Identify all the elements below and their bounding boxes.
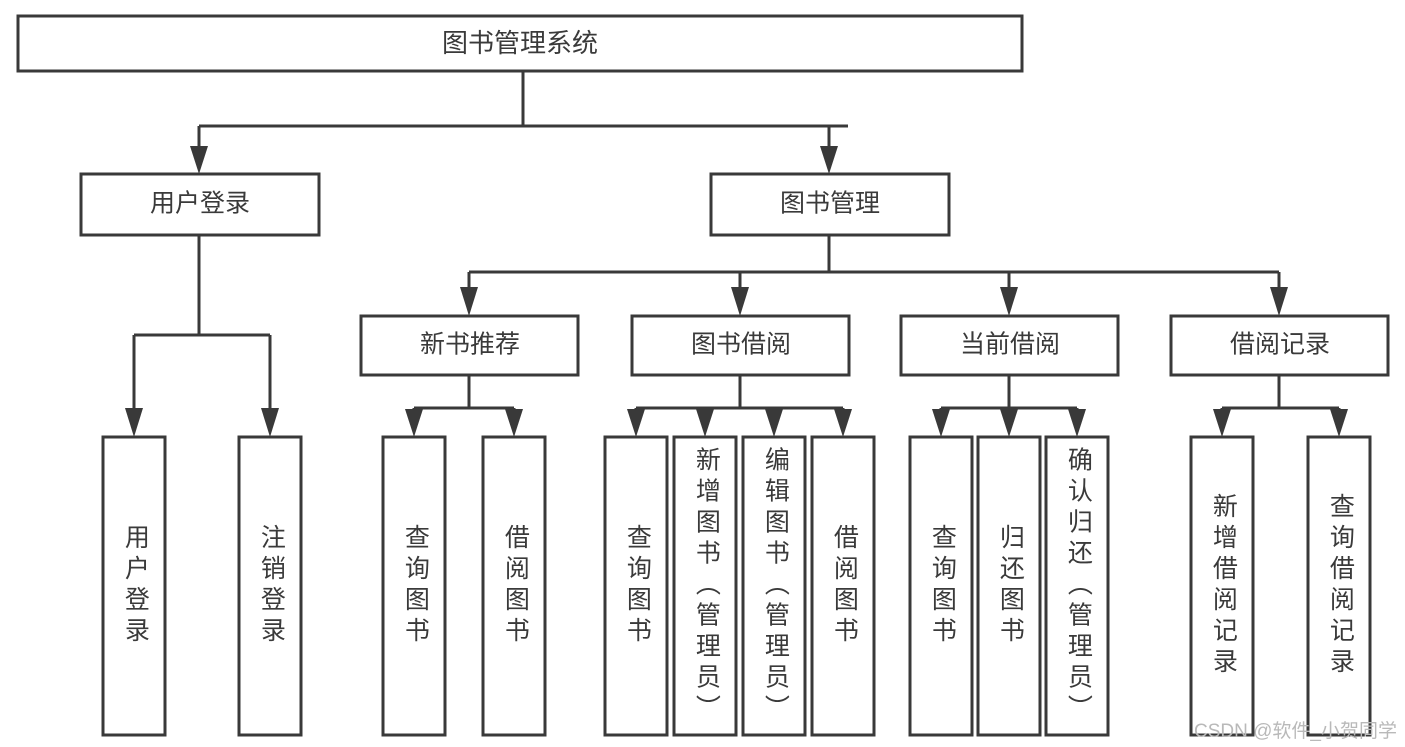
node-current-borrow-label: 当前借阅 — [960, 331, 1060, 359]
arrow-head-leaf-g4-1 — [1330, 409, 1348, 437]
leaf-node-add-borrow-record-label: 新增借阅记录 — [1209, 493, 1238, 679]
leaf-node-add-book-admin-label: 新增图书（管理员） — [692, 447, 721, 726]
node-borrow-record[interactable]: 借阅记录 — [1169, 314, 1390, 377]
arrow-head-leaf-g4-0 — [1213, 409, 1231, 437]
arrow-head-leaf-g3-0 — [932, 409, 950, 437]
leaf-node-user-login-label: 用户登录 — [121, 524, 150, 648]
node-borrow-record-box[interactable] — [1169, 314, 1390, 377]
leaf-node-confirm-return-admin-box[interactable] — [1044, 435, 1110, 737]
leaf-node-borrow-book-2-box[interactable] — [810, 435, 876, 737]
leaf-node-add-book-admin-box[interactable] — [672, 435, 738, 737]
leaf-node-user-login[interactable]: 用户登录 — [101, 435, 167, 737]
leaf-node-add-borrow-record[interactable]: 新增借阅记录 — [1189, 435, 1255, 737]
arrow-head-new-book-rec — [460, 287, 478, 316]
node-book-management[interactable]: 图书管理 — [709, 172, 951, 237]
leaf-node-query-book-2-label: 查询图书 — [623, 524, 652, 648]
leaf-node-confirm-return-admin-label: 确认归还（管理员） — [1064, 447, 1093, 726]
leaf-node-add-borrow-record-box[interactable] — [1189, 435, 1255, 737]
leaf-node-query-book-1-label: 查询图书 — [401, 524, 430, 648]
node-user-login[interactable]: 用户登录 — [79, 172, 321, 237]
leaf-node-borrow-book-2-label: 借阅图书 — [830, 524, 859, 648]
node-root-label: 图书管理系统 — [442, 28, 598, 58]
leaf-node-query-borrow-record[interactable]: 查询借阅记录 — [1306, 435, 1372, 737]
node-current-borrow-box[interactable] — [899, 314, 1120, 377]
leaf-node-query-book-3-label: 查询图书 — [928, 524, 957, 648]
connector-layer — [125, 71, 1348, 437]
leaf-node-query-book-2-box[interactable] — [603, 435, 669, 737]
arrow-head-book-mgmt — [820, 146, 838, 174]
arrow-head-leaf-g1-0 — [405, 409, 423, 437]
leaf-node-query-book-1[interactable]: 查询图书 — [381, 435, 447, 737]
node-root-box[interactable] — [16, 14, 1024, 73]
arrow-head-leaf-g0-1 — [261, 408, 279, 437]
node-user-login-label: 用户登录 — [150, 190, 250, 218]
node-new-book-recommend[interactable]: 新书推荐 — [359, 314, 580, 377]
node-root[interactable]: 图书管理系统 — [16, 14, 1024, 73]
leaf-node-add-book-admin[interactable]: 新增图书（管理员） — [672, 435, 738, 737]
arrow-head-leaf-g2-0 — [627, 409, 645, 437]
leaf-node-logout-box[interactable] — [237, 435, 303, 737]
leaf-node-return-book-box[interactable] — [976, 435, 1042, 737]
leaf-node-query-book-3-box[interactable] — [908, 435, 974, 737]
leaf-node-confirm-return-admin[interactable]: 确认归还（管理员） — [1044, 435, 1110, 737]
node-book-borrow-box[interactable] — [630, 314, 851, 377]
leaf-node-return-book[interactable]: 归还图书 — [976, 435, 1042, 737]
leaf-node-logout-label: 注销登录 — [257, 524, 286, 648]
arrow-head-leaf-g2-2 — [765, 409, 783, 437]
arrow-head-user-login — [190, 146, 208, 174]
leaf-node-borrow-book-1-label: 借阅图书 — [501, 524, 530, 648]
leaf-node-user-login-box[interactable] — [101, 435, 167, 737]
node-user-login-box[interactable] — [79, 172, 321, 237]
node-new-book-recommend-box[interactable] — [359, 314, 580, 377]
leaf-node-edit-book-admin[interactable]: 编辑图书（管理员） — [741, 435, 807, 737]
arrow-head-borrow-record — [1270, 287, 1288, 316]
leaf-node-borrow-book-2[interactable]: 借阅图书 — [810, 435, 876, 737]
leaf-node-query-book-3[interactable]: 查询图书 — [908, 435, 974, 737]
node-current-borrow[interactable]: 当前借阅 — [899, 314, 1120, 377]
arrow-head-current-borrow — [1000, 287, 1018, 316]
node-new-book-recommend-label: 新书推荐 — [420, 331, 520, 359]
leaf-node-edit-book-admin-label: 编辑图书（管理员） — [761, 447, 790, 726]
node-book-borrow[interactable]: 图书借阅 — [630, 314, 851, 377]
arrow-head-book-borrow — [731, 287, 749, 316]
leaf-node-query-book-2[interactable]: 查询图书 — [603, 435, 669, 737]
arrow-head-leaf-g1-1 — [505, 409, 523, 437]
arrow-head-leaf-g0-0 — [125, 408, 143, 437]
arrow-head-leaf-g2-3 — [834, 409, 852, 437]
node-book-borrow-label: 图书借阅 — [691, 331, 791, 359]
node-borrow-record-label: 借阅记录 — [1230, 331, 1330, 359]
leaf-node-borrow-book-1[interactable]: 借阅图书 — [481, 435, 547, 737]
leaf-node-edit-book-admin-box[interactable] — [741, 435, 807, 737]
node-book-management-label: 图书管理 — [780, 190, 880, 218]
leaf-node-query-borrow-record-box[interactable] — [1306, 435, 1372, 737]
arrow-head-leaf-g3-2 — [1068, 409, 1086, 437]
leaf-node-borrow-book-1-box[interactable] — [481, 435, 547, 737]
arrow-head-leaf-g3-1 — [1000, 409, 1018, 437]
arrow-head-leaf-g2-1 — [696, 409, 714, 437]
leaf-node-query-borrow-record-label: 查询借阅记录 — [1326, 493, 1355, 679]
leaf-node-return-book-label: 归还图书 — [996, 524, 1025, 648]
leaf-node-logout[interactable]: 注销登录 — [237, 435, 303, 737]
node-book-management-box[interactable] — [709, 172, 951, 237]
leaf-node-query-book-1-box[interactable] — [381, 435, 447, 737]
